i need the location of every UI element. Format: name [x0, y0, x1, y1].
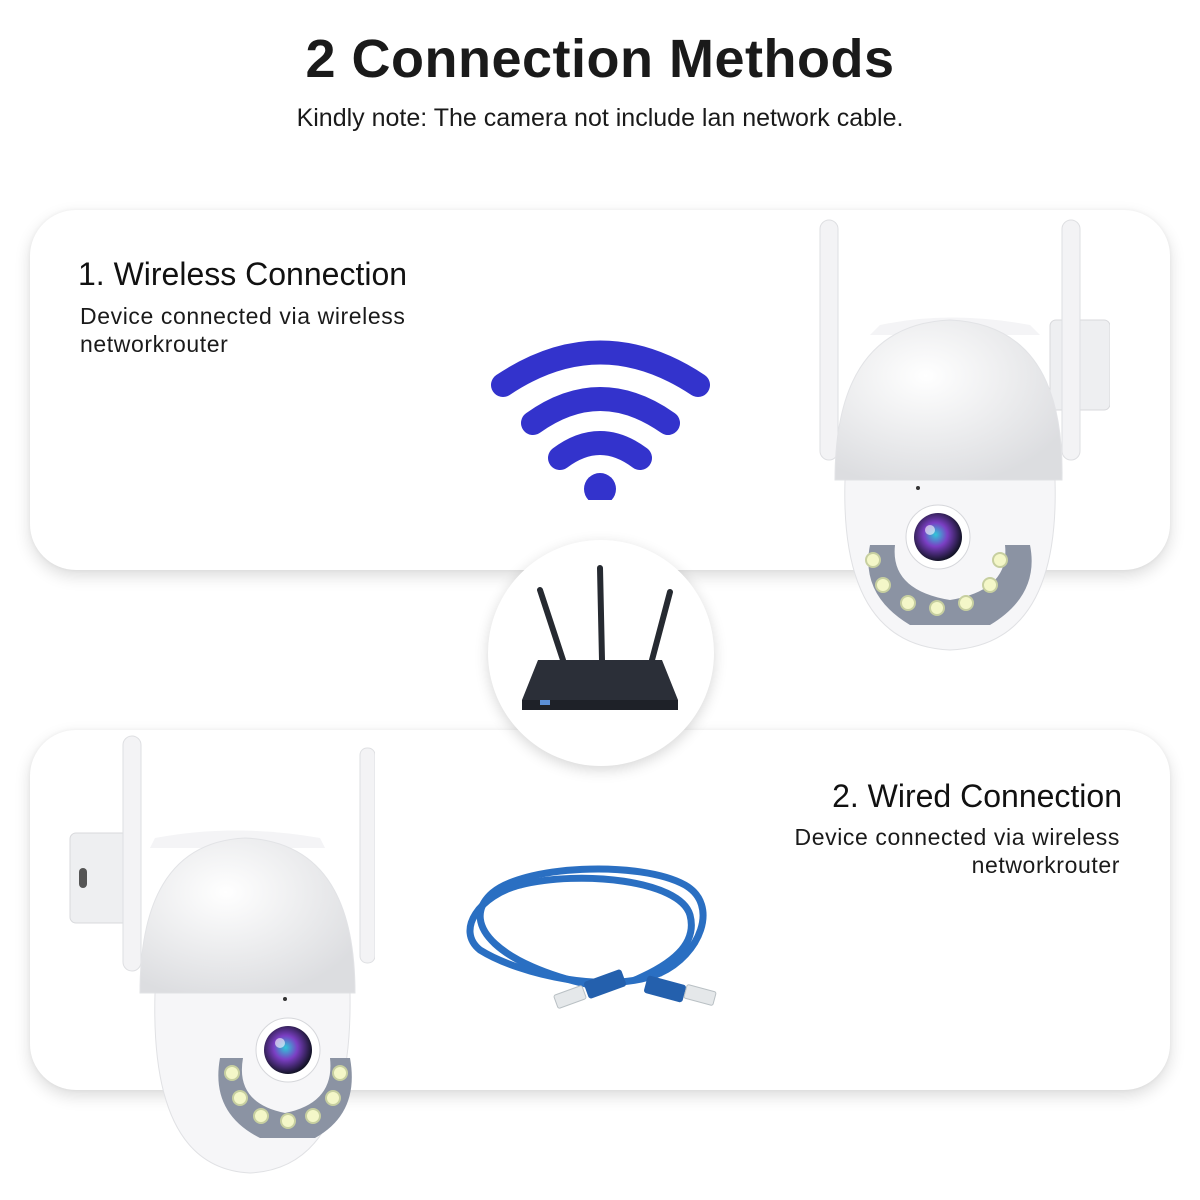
wired-connection-description: Device connected via wireless networkrou… — [794, 824, 1120, 878]
ptz-camera-image — [819, 219, 1110, 651]
wireless-connection-description: Device connected via wireless networkrou… — [80, 303, 406, 357]
wifi-icon — [491, 340, 710, 500]
page-note: Kindly note: The camera not include lan … — [296, 104, 904, 132]
wireless-router-icon — [522, 565, 678, 710]
ethernet-cable-icon — [466, 865, 717, 1009]
wireless-connection-heading: 1. Wireless Connection — [78, 256, 408, 292]
page-title: 2 Connection Methods — [305, 29, 895, 89]
wired-connection-heading: 2. Wired Connection — [832, 778, 1122, 814]
ptz-camera-image — [69, 735, 375, 1174]
